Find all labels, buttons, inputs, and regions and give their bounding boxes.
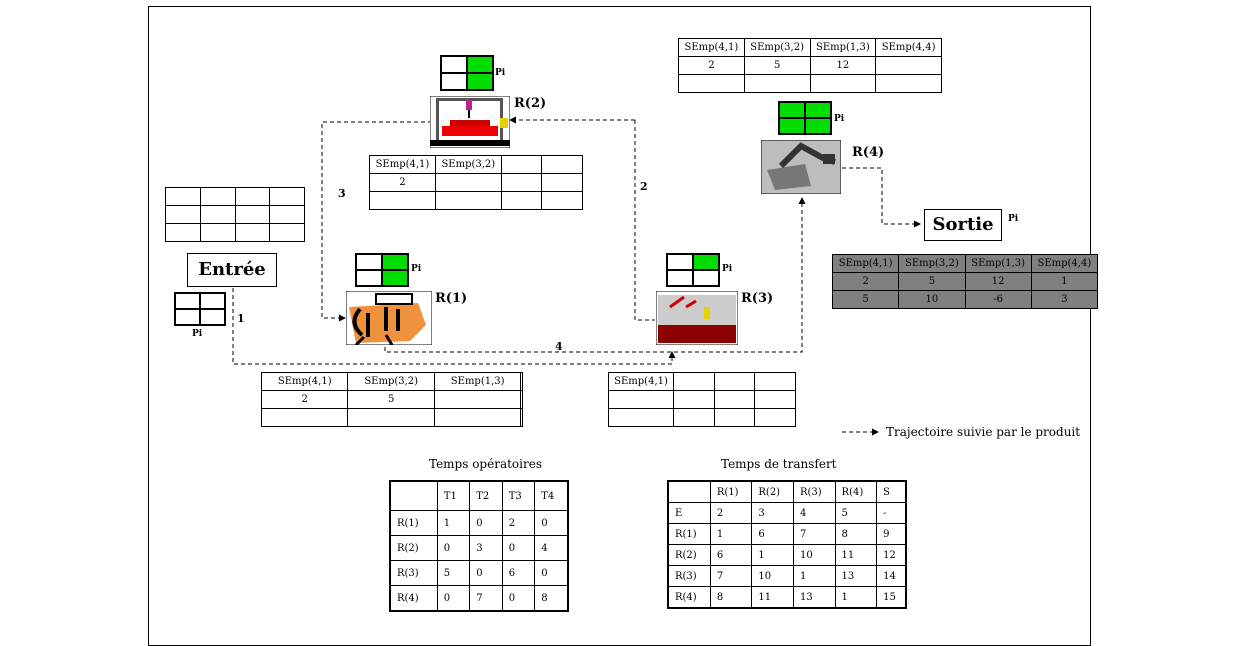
exit-pi-label: Pi [1008,214,1019,224]
r3-label: R(3) [741,291,774,306]
r1-pi-label: Pi [411,264,422,274]
entry-product-cell [174,292,226,326]
r2-semp-table: SEmp(4,1)SEmp(3,2) 2 [369,155,583,210]
trajectory-arrows [232,0,921,436]
r2-machine-icon [430,96,510,148]
r2-pi-label: Pi [495,68,506,78]
r1-machine-icon [346,291,432,345]
r2-label: R(2) [514,96,547,111]
path-exit [842,167,921,228]
r3-machine-icon [656,291,738,345]
r1-label: R(1) [435,291,468,306]
tr-table-title: Temps de transfert [721,457,837,471]
r3-product-cell [666,253,720,287]
path-2 [510,120,655,321]
r2-product-cell [440,55,494,91]
path-4 [384,197,806,353]
r1-product-cell [355,253,409,287]
exit-box: Sortie [924,209,1002,241]
path-label-3: 3 [338,187,346,200]
r3-semp-table: SEmp(4,1) [607,372,796,427]
path-label-2: 2 [640,180,648,193]
path-label-1: 1 [237,312,245,325]
legend-text: Trajectoire suivie par le produit [886,425,1081,439]
path-1 [232,288,676,365]
entry-pi-label: Pi [192,329,203,339]
path-3 [321,121,432,322]
entry-buffer-grid [165,187,305,242]
entry-box: Entrée [187,253,277,287]
r4-pi-label: Pi [834,114,845,124]
op-table-title: Temps opératoires [429,457,542,471]
r4-product-cell [778,101,832,135]
r3-pi-label: Pi [722,264,733,274]
r4-robot-icon [761,140,841,194]
path-label-4: 4 [555,340,563,353]
r4-label: R(4) [852,145,885,160]
